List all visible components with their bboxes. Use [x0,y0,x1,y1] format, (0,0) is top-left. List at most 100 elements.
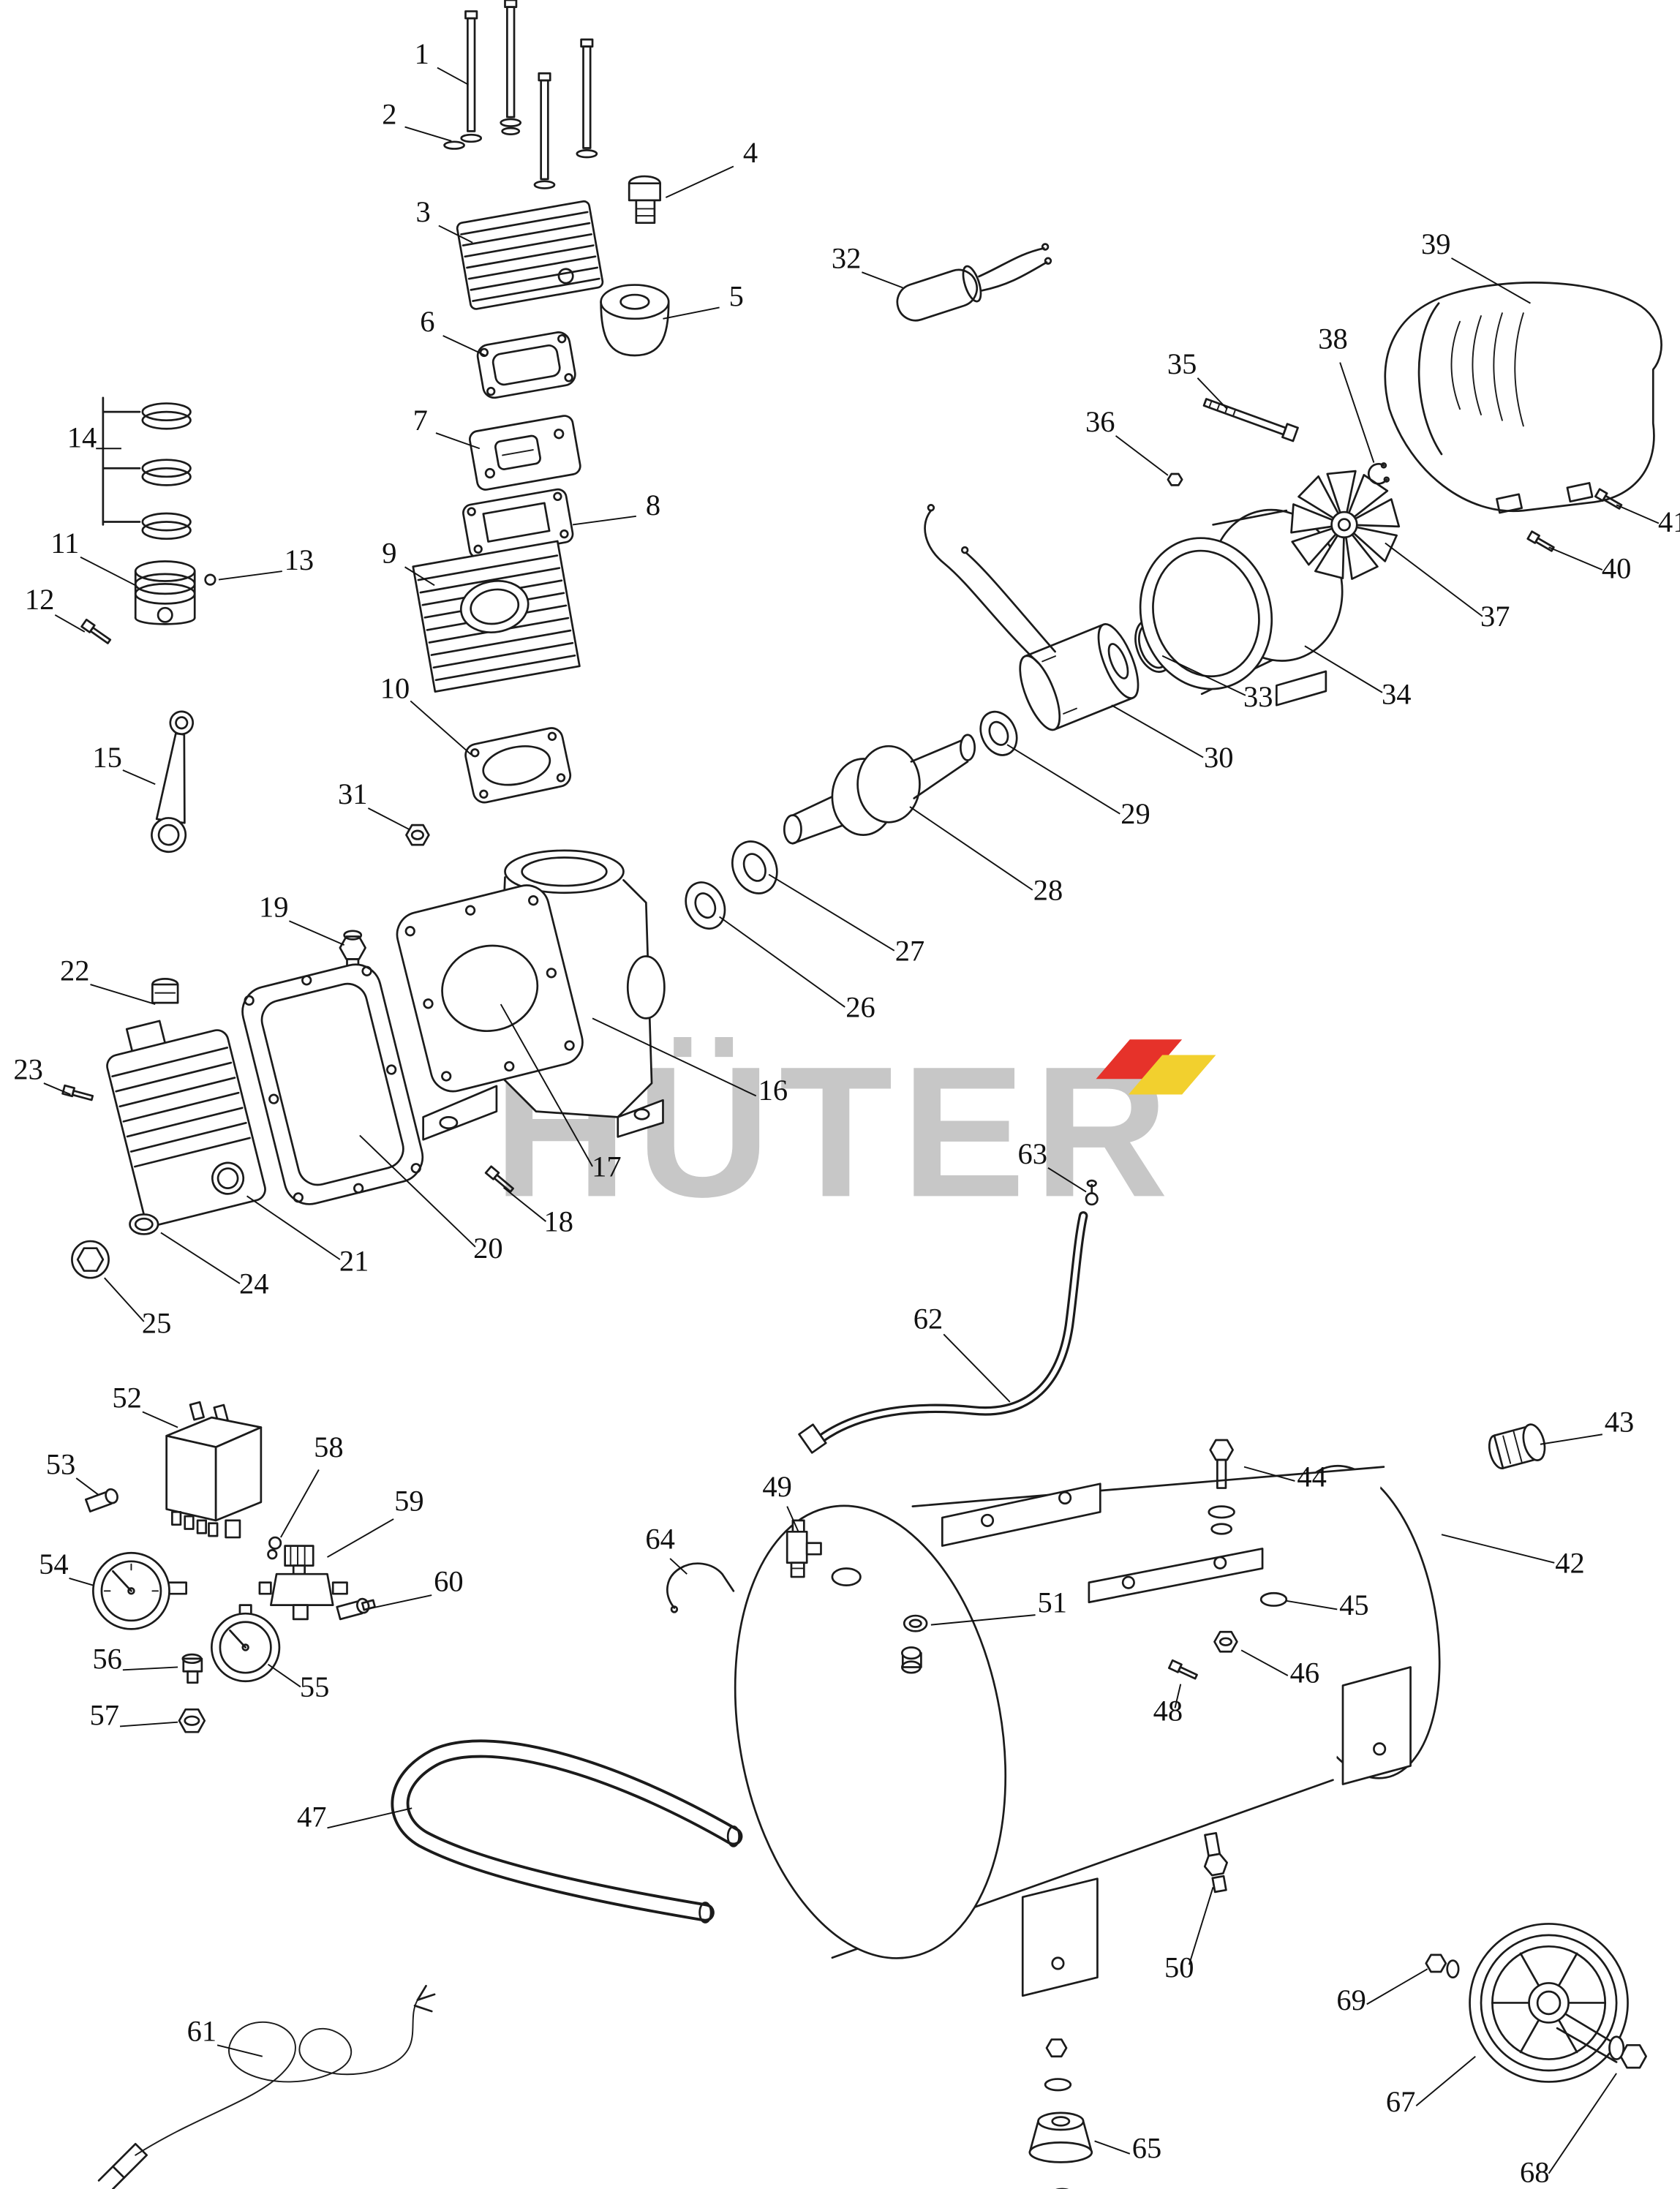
outlet-fitting [336,1597,376,1621]
bearing-rear [979,710,1018,756]
flag-yellow-stripe [1128,1055,1216,1095]
part-number-63: 63 [1017,1137,1047,1170]
oil-sight-glass [71,1240,110,1279]
leader-line-47 [327,1807,413,1829]
leader-line-26 [719,916,845,1008]
flag-red-stripe [1096,1039,1183,1080]
leader-line-46 [1240,1649,1289,1676]
leader-line-27 [768,873,895,952]
leader-line-12 [54,614,86,633]
pressure-gauge-small [211,1604,281,1683]
part-number-45: 45 [1339,1589,1368,1621]
part-number-32: 32 [832,241,861,274]
leader-line-8 [572,515,636,526]
part-number-55: 55 [300,1670,329,1703]
gauge-nut [178,1708,206,1733]
leader-line-19 [289,920,345,946]
part-number-15: 15 [92,741,121,774]
leader-line-61 [216,2044,263,2057]
pressure-switch [165,1401,263,1539]
part-number-67: 67 [1386,2085,1415,2118]
part-number-54: 54 [39,1548,68,1580]
head-gasket [476,331,576,399]
part-number-12: 12 [25,583,54,616]
tank [734,1464,1441,1997]
part-number-43: 43 [1605,1405,1634,1438]
leader-line-2 [404,126,452,142]
pipe-fitting [1085,1179,1099,1206]
leader-line-32 [862,271,903,289]
part-number-27: 27 [895,934,924,967]
piston [134,560,196,625]
leader-line-37 [1385,542,1483,617]
leader-line-34 [1304,645,1383,693]
part-number-21: 21 [339,1245,369,1278]
part-number-48: 48 [1153,1695,1183,1728]
part-number-42: 42 [1555,1546,1584,1579]
part-number-64: 64 [645,1522,674,1555]
leader-line-56 [122,1666,178,1671]
circlip [1367,462,1390,485]
leader-line-65 [1094,2140,1131,2155]
leader-line-31 [367,807,410,830]
bearing-front [685,881,726,930]
air-filter [600,284,670,357]
regulator-part [267,1536,282,1560]
leader-line-68 [1548,2073,1617,2174]
leader-line-11 [80,556,136,587]
part-number-2: 2 [382,98,396,131]
leader-line-60 [372,1594,432,1609]
part-number-8: 8 [646,489,660,521]
power-cord [97,1984,436,2189]
leader-line-51 [930,1614,1036,1626]
motor-lead-wires [924,504,1056,664]
fan-shroud [1384,282,1662,514]
part-number-47: 47 [297,1800,326,1833]
part-number-7: 7 [413,404,428,437]
part-number-30: 30 [1204,741,1233,774]
safety-valve [786,1519,822,1578]
leader-line-35 [1197,377,1228,410]
mount-nut [1213,1630,1238,1653]
leader-line-18 [502,1187,547,1222]
leader-line-52 [142,1411,178,1428]
crankcase [396,849,666,1141]
piston-rings [102,396,192,540]
leader-line-36 [1115,435,1169,476]
leader-line-20 [359,1134,476,1248]
leader-line-39 [1451,257,1531,304]
valve-plate [469,415,581,491]
crankshaft [783,734,976,845]
locking-nut [405,824,430,846]
part-number-23: 23 [13,1052,42,1085]
callout-layer: 1234567891011121314151617181920212223242… [13,37,1680,2189]
leader-line-6 [442,335,486,356]
part-number-33: 33 [1243,680,1273,713]
leader-line-55 [267,1663,301,1688]
crankcase-screw [484,1165,514,1193]
piston-pin [204,573,216,586]
part-number-46: 46 [1290,1657,1319,1689]
pressure-gauge-large [92,1551,187,1630]
leader-line-7 [435,432,481,450]
part-number-20: 20 [473,1232,502,1265]
leader-line-53 [75,1477,99,1496]
leader-line-40 [1548,546,1603,570]
piston-pin-screw [80,618,112,644]
switch-fitting [84,1488,118,1512]
leader-line-43 [1540,1433,1602,1445]
capacitor [896,265,982,322]
part-number-31: 31 [338,777,367,810]
leader-line-42 [1441,1534,1555,1564]
part-number-38: 38 [1318,322,1347,355]
part-number-35: 35 [1167,347,1197,380]
part-number-37: 37 [1480,600,1510,633]
handle [391,1739,743,1924]
part-number-34: 34 [1382,677,1411,710]
part-number-36: 36 [1085,405,1115,438]
shroud-screw-1 [1526,530,1555,552]
leader-line-16 [592,1017,757,1097]
part-number-17: 17 [592,1150,621,1183]
base-gasket [464,727,572,804]
